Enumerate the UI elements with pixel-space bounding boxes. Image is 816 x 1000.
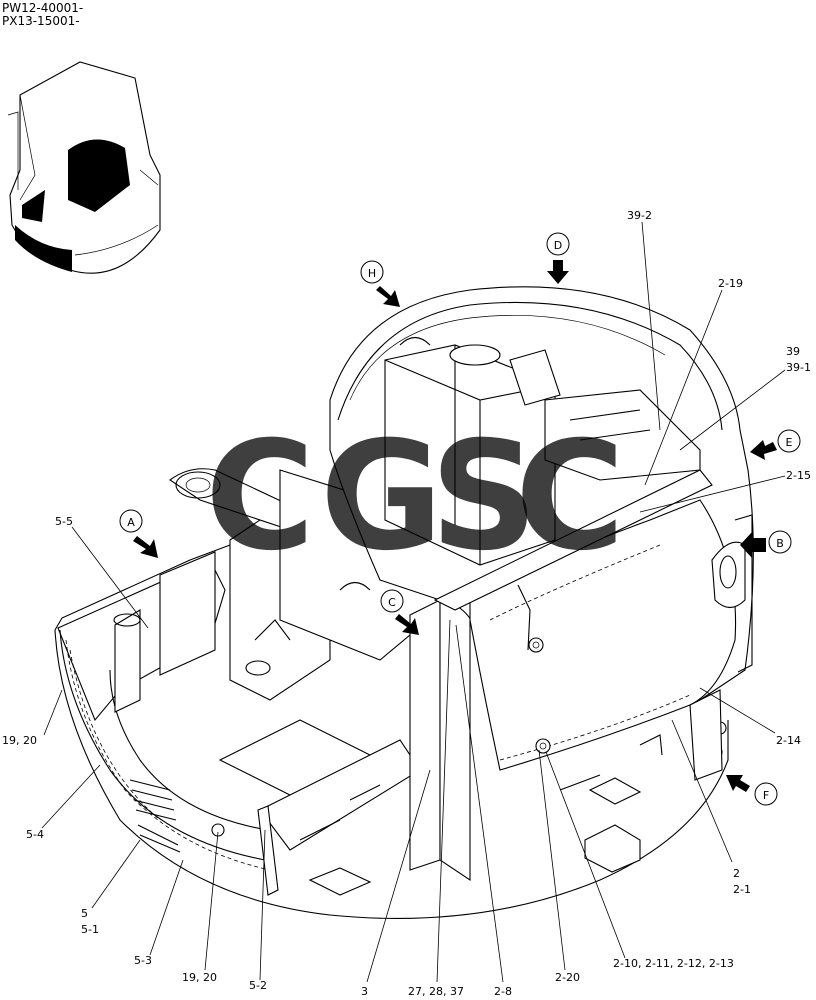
label-39: 39 [786, 345, 800, 358]
watermark-letter: G [320, 410, 443, 584]
label-2-15: 2-15 [786, 469, 811, 482]
view-letter-d: D [554, 239, 562, 252]
view-arrow-c: C [380, 589, 419, 635]
part-labels: 39-2 2-19 39 39-1 2-15 5-5 19, 20 2-14 5… [2, 209, 811, 998]
label-5: 5 [81, 907, 88, 920]
counterweight-frame-assembly [54, 286, 754, 920]
view-arrow-b: B [740, 530, 792, 558]
view-arrow-f: F [726, 775, 778, 806]
view-arrow-a: A [119, 509, 158, 558]
label-39-1: 39-1 [786, 361, 811, 374]
label-2-20: 2-20 [555, 971, 580, 984]
label-2-19: 2-19 [718, 277, 743, 290]
view-arrow-h: H [360, 260, 400, 307]
serial-range-2: PX13-15001- [2, 14, 80, 28]
label-39-2: 39-2 [627, 209, 652, 222]
watermark-letter: C [515, 410, 625, 584]
label-5-2: 5-2 [249, 979, 267, 992]
label-2: 2 [733, 867, 740, 880]
label-3: 3 [361, 985, 368, 998]
label-2-1: 2-1 [733, 883, 751, 896]
view-letter-e: E [786, 436, 793, 449]
label-19-20-left: 19, 20 [2, 734, 37, 747]
label-2-14: 2-14 [776, 734, 801, 747]
view-letter-c: C [388, 596, 396, 609]
label-5-3: 5-3 [134, 954, 152, 967]
watermark-letter: C [205, 410, 315, 584]
view-letter-b: B [776, 537, 784, 550]
label-2-10-2-11-2-12-2-13: 2-10, 2-11, 2-12, 2-13 [613, 957, 734, 970]
view-letter-a: A [127, 516, 135, 529]
label-5-1: 5-1 [81, 923, 99, 936]
watermark-letter: S [430, 410, 538, 584]
view-letter-f: F [763, 789, 769, 802]
view-letter-h: H [368, 267, 376, 280]
serial-range-1: PW12-40001- [2, 1, 84, 15]
label-5-4: 5-4 [26, 828, 44, 841]
leader-lines [41, 221, 786, 983]
counterweight-grille [129, 779, 181, 853]
view-arrow-e: E [750, 429, 801, 460]
view-arrow-d: D [546, 232, 570, 284]
label-27-28-37: 27, 28, 37 [408, 985, 464, 998]
label-19-20-bottom: 19, 20 [182, 971, 217, 984]
label-2-8: 2-8 [494, 985, 512, 998]
label-5-5: 5-5 [55, 515, 73, 528]
location-thumbnail [7, 61, 161, 274]
